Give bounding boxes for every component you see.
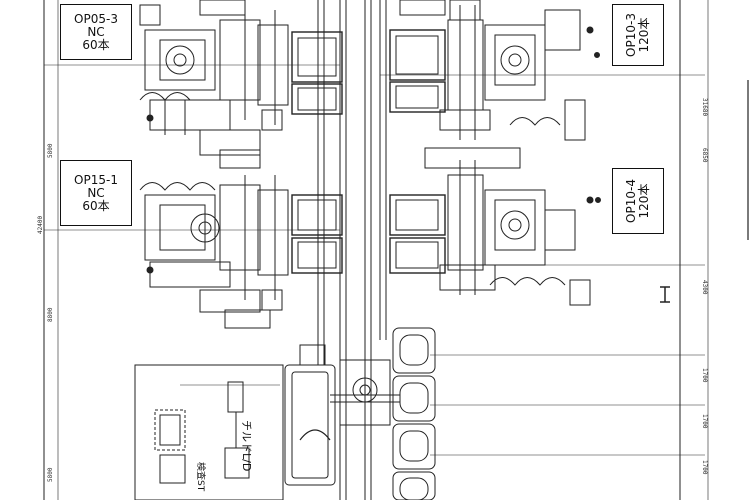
station-label-op05-3: OP05-3 NC 60本 <box>60 4 132 60</box>
station-type: NC <box>87 185 105 200</box>
station-name: OP15-1 <box>74 172 118 187</box>
i-beam-marker <box>660 286 670 303</box>
dimension-label: 31680 <box>701 98 708 117</box>
machine-block-op10-3 <box>389 0 594 141</box>
station-capacity: 60本 <box>82 198 110 213</box>
machine-block-op10-4 <box>389 147 594 306</box>
dimension-label: 1700 <box>701 368 708 383</box>
pillar-marks <box>147 52 601 203</box>
transfer-robot-area <box>299 344 400 426</box>
dimension-label: 1700 <box>701 460 708 475</box>
machine-block-op05-3 <box>139 0 343 169</box>
dimension-label: 42400 <box>37 215 44 234</box>
station-capacity: 120本 <box>636 17 651 53</box>
station-type: NC <box>87 24 105 39</box>
station-label-op10-4: OP10-4 120本 <box>612 168 664 234</box>
station-capacity: 120本 <box>636 183 651 219</box>
dimension-label: 1700 <box>701 414 708 429</box>
station-name: OP05-3 <box>74 11 118 26</box>
washer-cells <box>392 327 436 500</box>
station-capacity: 60本 <box>82 37 110 52</box>
dimension-label: 5800 <box>47 143 54 158</box>
chiller-ld-unit <box>284 364 336 486</box>
station-label-op10-3: OP10-3 120本 <box>612 4 664 66</box>
dimension-label: 4300 <box>701 280 708 295</box>
dimension-label: 6850 <box>701 148 708 163</box>
inspection-station <box>134 364 284 500</box>
dimension-label: 8800 <box>47 307 54 322</box>
station-label-op15-1: OP15-1 NC 60本 <box>60 160 132 226</box>
chiller-ld-label: チルドL/D <box>240 420 253 472</box>
dimension-label: 5800 <box>47 467 54 482</box>
inspection-st-label: 検査ST <box>195 462 205 492</box>
machine-block-op15-1 <box>139 175 343 329</box>
